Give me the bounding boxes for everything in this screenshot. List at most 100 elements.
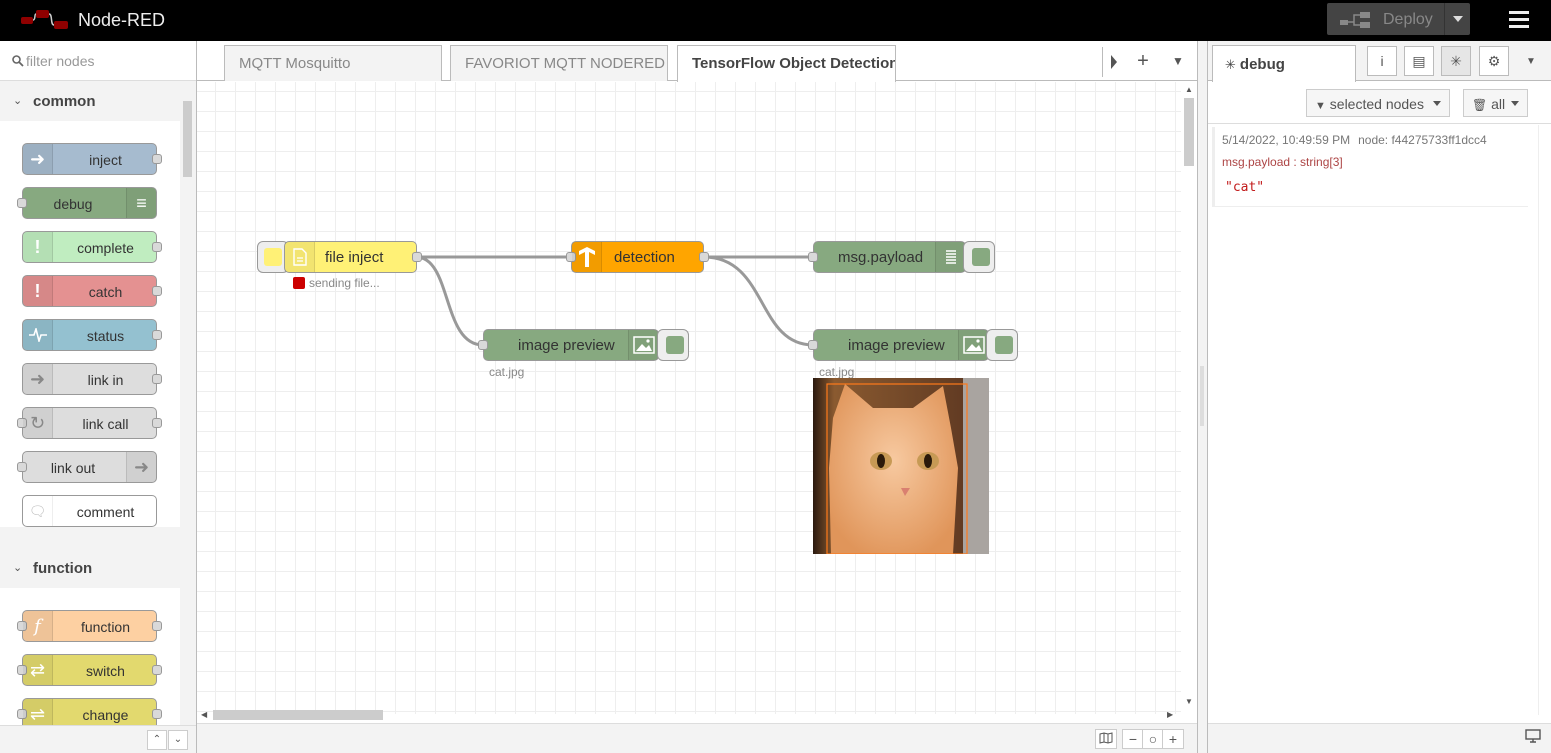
caption-text: cat.jpg xyxy=(489,365,525,379)
output-port[interactable] xyxy=(412,252,422,262)
link-out-icon: ➜ xyxy=(126,452,156,482)
palette-node-label: status xyxy=(86,328,125,344)
palette-node-label: function xyxy=(80,619,131,635)
palette-scrollbar[interactable] xyxy=(181,93,193,723)
palette-node-link-call[interactable]: ↻ link call xyxy=(17,407,162,439)
preview-toggle-button[interactable] xyxy=(986,329,1018,361)
cat-preview-image xyxy=(813,378,989,555)
debug-message-value[interactable]: "cat" xyxy=(1225,180,1265,195)
tensorflow-icon xyxy=(572,242,602,272)
palette-node-catch[interactable]: ! catch xyxy=(22,275,162,307)
palette-node-link-in[interactable]: ➜ link in xyxy=(22,363,162,395)
node-file-inject[interactable]: file inject xyxy=(284,241,422,273)
node-caption: cat.jpg xyxy=(489,365,524,379)
debug-scrollbar[interactable] xyxy=(1538,125,1551,715)
canvas-horizontal-scrollbar[interactable]: ◀ ▶ xyxy=(201,710,1174,720)
debug-toggle-button[interactable] xyxy=(963,241,995,273)
image-icon xyxy=(958,330,988,360)
debug-node-id[interactable]: node: f44275733ff1dcc4 xyxy=(1358,133,1487,147)
zoom-reset-icon[interactable]: ○ xyxy=(1142,729,1164,749)
input-port[interactable] xyxy=(566,252,576,262)
input-port[interactable] xyxy=(478,340,488,350)
palette-node-switch[interactable]: ⇄ switch xyxy=(17,654,162,686)
node-image-preview-2[interactable]: image preview xyxy=(808,329,989,361)
inject-trigger-button[interactable] xyxy=(257,241,289,273)
flow-canvas[interactable]: file inject sending file... detection ms… xyxy=(197,82,1181,714)
shuffle-icon: ⇌ xyxy=(23,699,53,729)
palette-search xyxy=(0,41,196,81)
palette-node-comment[interactable]: 🗨 comment xyxy=(22,495,157,527)
node-msg-payload[interactable]: msg.payload xyxy=(808,241,966,273)
wire[interactable] xyxy=(415,255,484,347)
tab-scroll-right-icon[interactable] xyxy=(1102,47,1132,77)
bug-icon: ✳ xyxy=(1225,57,1236,72)
zoom-out-icon[interactable]: − xyxy=(1122,729,1144,749)
debug-clear-dropdown[interactable]: 🗑 all xyxy=(1463,89,1528,117)
palette-node-change[interactable]: ⇌ change xyxy=(17,698,162,730)
input-port[interactable] xyxy=(808,252,818,262)
app-title: Node-RED xyxy=(78,9,166,30)
sidebar-menu-caret-icon[interactable]: ▼ xyxy=(1526,55,1536,67)
sidebar-separator[interactable] xyxy=(1197,41,1207,753)
sidebar: ✳debug i ▤ ✳ ⚙ ▼ ▼ selected nodes 🗑 all … xyxy=(1207,41,1551,753)
canvas-vertical-scrollbar[interactable]: ▲ ▼ xyxy=(1181,82,1197,714)
node-image-preview-1[interactable]: image preview xyxy=(478,329,659,361)
sidebar-tab-debug[interactable]: ✳debug xyxy=(1212,45,1356,82)
book-icon[interactable]: ▤ xyxy=(1404,46,1434,76)
tab-mqtt-mosquitto[interactable]: MQTT Mosquitto xyxy=(224,45,442,81)
pulse-icon xyxy=(23,320,53,350)
deploy-options-caret[interactable] xyxy=(1444,3,1470,35)
node-label: image preview xyxy=(848,337,945,354)
hamburger-menu-icon[interactable] xyxy=(1500,8,1540,32)
palette-node-label: debug xyxy=(53,196,93,212)
expand-all-icon[interactable]: ⌄ xyxy=(168,730,188,750)
output-port[interactable] xyxy=(699,252,709,262)
flow-tabs: MQTT Mosquitto FAVORIOT MQTT NODERED Ten… xyxy=(197,41,1197,82)
palette-node-label: link out xyxy=(50,460,96,476)
debug-toolbar: ▼ selected nodes 🗑 all xyxy=(1208,82,1551,124)
comment-icon: 🗨 xyxy=(23,496,53,526)
tab-tensorflow-detection[interactable]: TensorFlow Object Detection xyxy=(677,45,896,82)
bug-icon[interactable]: ✳ xyxy=(1441,46,1471,76)
link-in-icon: ➜ xyxy=(23,364,53,394)
wires-layer xyxy=(415,255,814,347)
category-header-common[interactable]: ⌄ common xyxy=(0,82,180,120)
preview-toggle-button[interactable] xyxy=(657,329,689,361)
zoom-in-icon[interactable]: + xyxy=(1162,729,1184,749)
node-detection[interactable]: detection xyxy=(566,241,709,273)
trash-icon: 🗑 xyxy=(1472,98,1488,112)
node-caption: cat.jpg xyxy=(819,365,854,379)
palette-node-inject[interactable]: ➜ inject xyxy=(22,143,162,175)
palette-filter-input[interactable] xyxy=(26,50,186,72)
deploy-button[interactable]: Deploy xyxy=(1327,3,1470,35)
palette-node-function[interactable]: f function xyxy=(17,610,162,642)
category-header-function[interactable]: ⌄ function xyxy=(0,549,180,587)
flow-list-caret-icon[interactable]: ▼ xyxy=(1172,54,1184,68)
palette-node-status[interactable]: status xyxy=(22,319,162,351)
filter-icon: ▼ xyxy=(1315,100,1326,112)
palette-node-debug[interactable]: debug ≡ xyxy=(17,187,157,219)
palette-node-label: comment xyxy=(76,504,135,520)
monitor-icon[interactable] xyxy=(1522,729,1544,749)
deploy-label: Deploy xyxy=(1383,11,1433,28)
gear-icon[interactable]: ⚙ xyxy=(1479,46,1509,76)
palette-node-complete[interactable]: ! complete xyxy=(22,231,162,263)
status-error-dot xyxy=(293,277,305,289)
collapse-all-icon[interactable]: ⌃ xyxy=(147,730,167,750)
tab-favoriot-mqtt[interactable]: FAVORIOT MQTT NODERED xyxy=(450,45,668,81)
exclamation-icon: ! xyxy=(23,232,53,262)
palette-node-link-out[interactable]: link out ➜ xyxy=(17,451,157,483)
category-body-function: f function ⇄ switch ⇌ change xyxy=(0,588,180,730)
clear-label: all xyxy=(1491,96,1506,112)
add-flow-icon[interactable]: + xyxy=(1137,50,1149,72)
input-port[interactable] xyxy=(808,340,818,350)
info-icon[interactable]: i xyxy=(1367,46,1397,76)
debug-filter-dropdown[interactable]: ▼ selected nodes xyxy=(1306,89,1450,117)
navigator-map-icon[interactable] xyxy=(1095,729,1117,749)
filter-label: selected nodes xyxy=(1329,96,1424,112)
header-bar: Node-RED Deploy xyxy=(0,0,1551,41)
sidebar-tabs: ✳debug i ▤ ✳ ⚙ ▼ xyxy=(1208,41,1551,82)
wire[interactable] xyxy=(703,255,814,347)
